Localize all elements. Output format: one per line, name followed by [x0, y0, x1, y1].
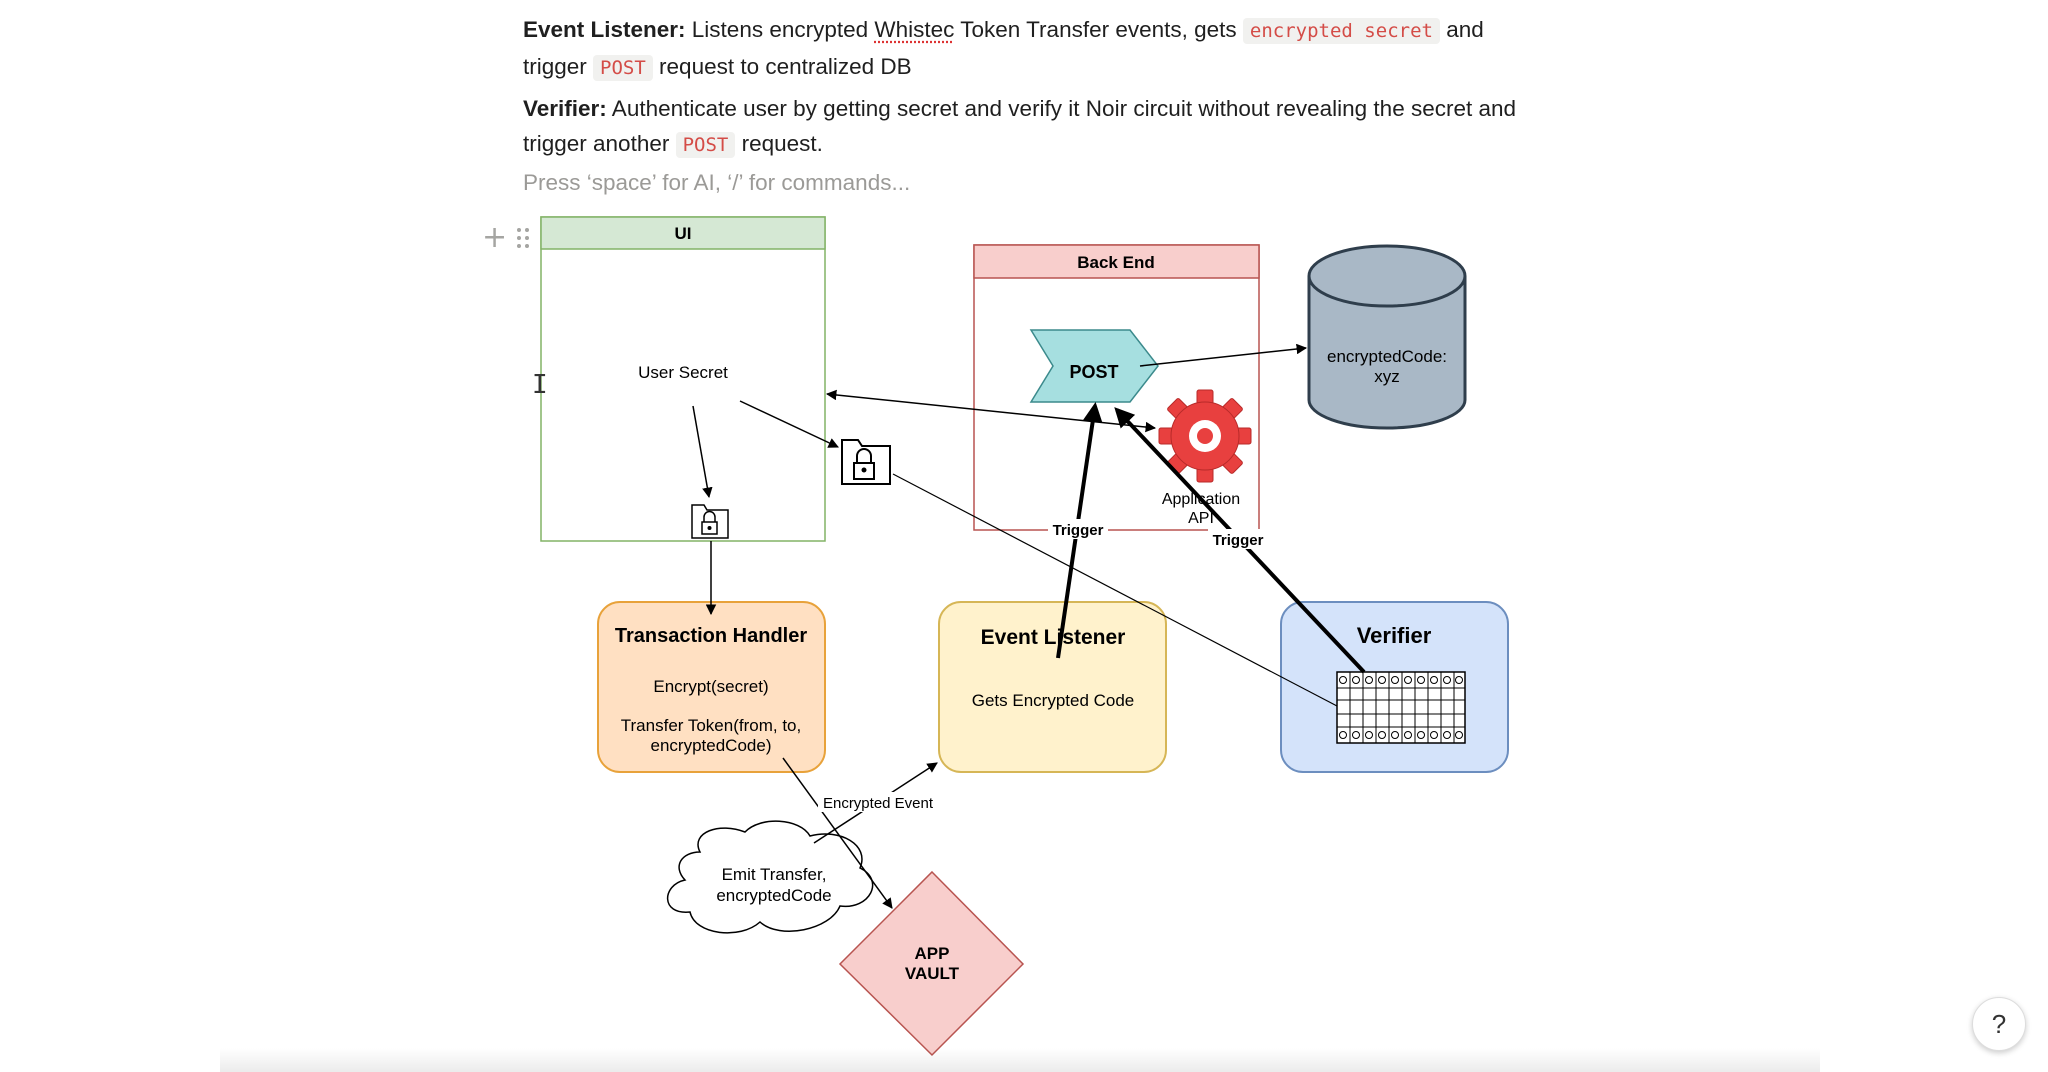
transaction-handler-box[interactable]: Transaction Handler Encrypt(secret) Tran…: [597, 601, 826, 773]
post-step[interactable]: POST: [1029, 329, 1159, 403]
ui-box-title: UI: [675, 224, 692, 243]
event-listener-text-4: request to centralized DB: [652, 54, 912, 79]
event-listener-text-3: and trigger: [523, 17, 1484, 79]
trigger-label-2: Trigger: [1213, 532, 1264, 549]
trigger-label-1: Trigger: [1053, 522, 1104, 539]
user-secret-label: User Secret: [638, 363, 728, 382]
db-label-line2: xyz: [1374, 367, 1400, 386]
grid-circuit-icon: [1336, 671, 1466, 744]
vault-line1: APP: [915, 944, 950, 963]
cloud-line2: encryptedCode: [716, 886, 831, 905]
transaction-handler-line2: Transfer Token(from, to,: [621, 716, 801, 735]
drag-handle-icon[interactable]: [517, 228, 530, 248]
help-label: ?: [1991, 1008, 2007, 1039]
event-listener-paragraph[interactable]: Event Listener: Listens encrypted Whiste…: [523, 12, 1523, 86]
text-cursor-icon: I: [532, 370, 548, 400]
post-label: POST: [1069, 362, 1118, 382]
inline-code-post: POST: [593, 55, 653, 81]
vault-line2: VAULT: [905, 964, 960, 983]
encrypted-event-label: Encrypted Event: [823, 795, 934, 812]
plus-icon[interactable]: +: [482, 220, 508, 255]
application-api-label-2: API: [1188, 510, 1214, 527]
verifier-paragraph[interactable]: Verifier: Authenticate user by getting s…: [523, 91, 1523, 163]
gear-icon: [1158, 389, 1252, 483]
verifier-title: Verifier: [1357, 623, 1432, 648]
transaction-handler-line3: encryptedCode): [651, 736, 772, 755]
verifier-text-1: Authenticate user by getting secret and …: [523, 96, 1517, 156]
locked-folder-icon: [841, 439, 891, 485]
app-vault-diamond[interactable]: APP VAULT: [838, 870, 1025, 1057]
cloud-line1: Emit Transfer,: [722, 865, 827, 884]
event-listener-box[interactable]: Event Listener Gets Encrypted Code: [938, 601, 1167, 773]
inline-code-post-2: POST: [675, 132, 736, 158]
event-listener-text-1: Listens encrypted: [685, 17, 875, 42]
database-cylinder[interactable]: encryptedCode: xyz: [1307, 244, 1467, 430]
event-listener-title: Event Listener: [981, 626, 1126, 649]
locked-folder-icon-small: [691, 504, 729, 539]
spellcheck-word[interactable]: Whistec: [874, 17, 955, 42]
inline-code-encrypted-secret: encrypted secret: [1242, 18, 1440, 44]
backend-box-title: Back End: [1077, 253, 1154, 272]
ui-box[interactable]: UI User Secret: [540, 216, 826, 542]
help-icon[interactable]: ?: [1972, 997, 2026, 1051]
empty-block-placeholder[interactable]: Press ‘space’ for AI, ‘/’ for commands..…: [523, 170, 911, 195]
verifier-label: Verifier:: [523, 96, 607, 121]
db-label-line1: encryptedCode:: [1327, 347, 1447, 366]
event-listener-text-2: Token Transfer events, gets: [954, 17, 1243, 42]
event-listener-line1: Gets Encrypted Code: [972, 691, 1135, 710]
transaction-handler-line1: Encrypt(secret): [653, 677, 768, 696]
bottom-shadow: [220, 1048, 1820, 1072]
emit-transfer-cloud[interactable]: Emit Transfer, encryptedCode: [666, 820, 874, 934]
verifier-text-2: request.: [735, 131, 823, 156]
block-controls: +: [482, 220, 530, 255]
event-listener-label: Event Listener:: [523, 17, 686, 42]
transaction-handler-title: Transaction Handler: [615, 625, 807, 647]
